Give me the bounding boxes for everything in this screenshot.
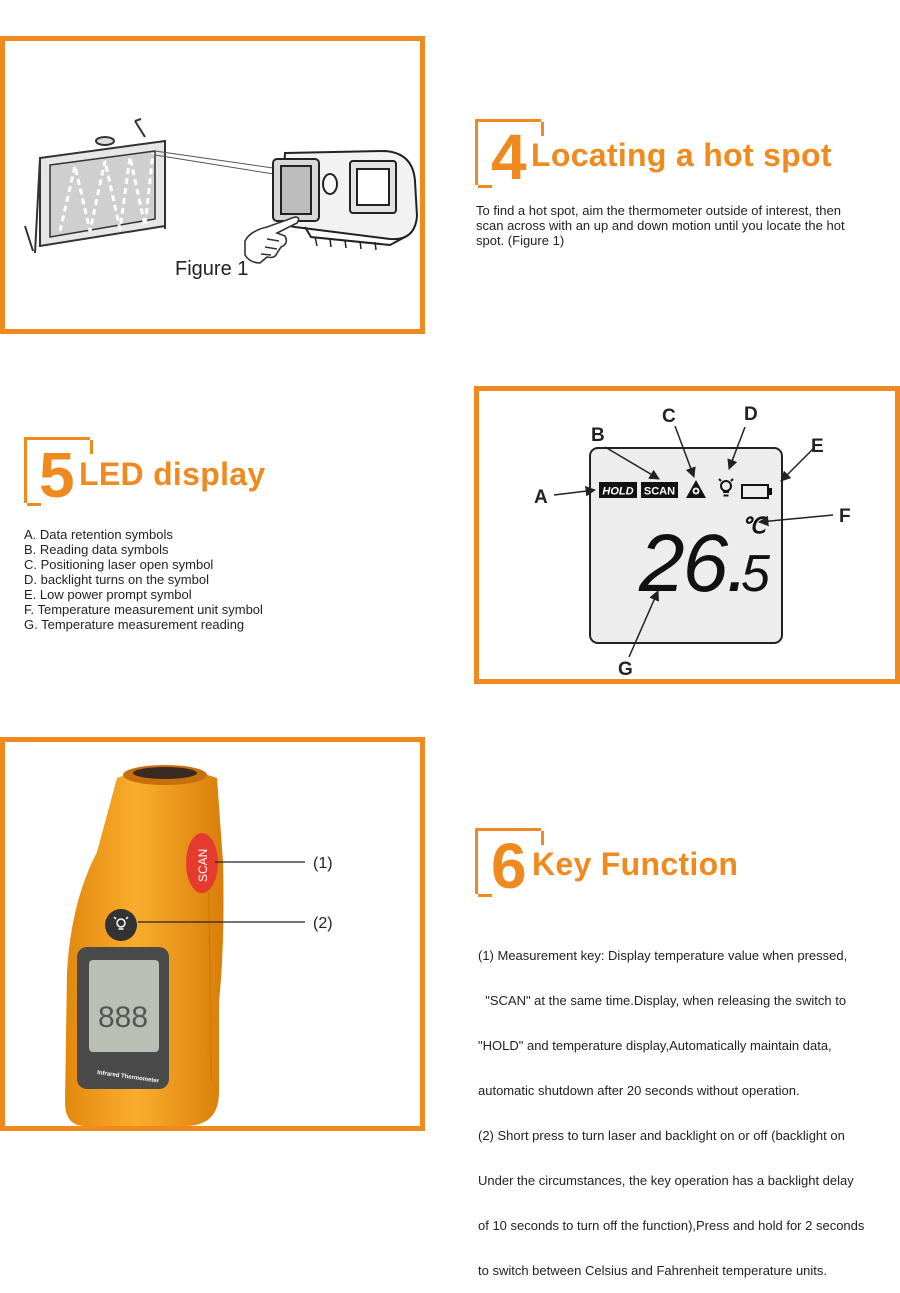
hold-symbol <box>599 482 637 498</box>
laser-symbol-icon <box>686 480 706 498</box>
temperature-decimal: 5 <box>741 545 771 603</box>
list-item: D. backlight turns on the symbol <box>24 572 209 587</box>
list-item: C. Positioning laser open symbol <box>24 557 214 572</box>
label-c: C <box>662 406 676 427</box>
label-b: B <box>591 425 605 446</box>
scan-button-label: SCAN <box>196 849 210 882</box>
battery-icon <box>741 484 772 499</box>
callout-2: (2) <box>313 915 333 932</box>
label-f: F <box>839 506 851 527</box>
list-item: A. Data retention symbols <box>24 527 173 542</box>
device-photo-frame: SCAN 888 Infrared Thermometer (1) (2) <box>0 737 425 1131</box>
text-line: of 10 seconds to turn off the function),… <box>478 1218 865 1233</box>
list-item: B. Reading data symbols <box>24 542 169 557</box>
device-screen <box>89 960 159 1052</box>
lcd-screen <box>589 447 783 644</box>
section6-number: 6 <box>491 830 527 902</box>
text-line: to switch between Celsius and Fahrenheit… <box>478 1263 828 1278</box>
figure1-illustration <box>24 118 419 264</box>
label-d: D <box>744 404 758 425</box>
pointing-hand <box>244 216 300 264</box>
text-line: Under the circumstances, the key operati… <box>478 1173 854 1188</box>
bulb-icon <box>113 916 129 930</box>
label-a: A <box>534 487 548 508</box>
section4-title: Locating a hot spot <box>531 137 832 173</box>
hold-text: HOLD <box>602 486 633 498</box>
text-line: "HOLD" and temperature display,Automatic… <box>478 1038 832 1053</box>
scan-text: SCAN <box>644 486 675 498</box>
text-line: (2) Short press to turn laser and backli… <box>478 1128 845 1143</box>
text-line: (1) Measurement key: Display temperature… <box>478 948 848 963</box>
temperature-reading: 26. <box>638 518 747 609</box>
radiator-panel <box>24 118 166 254</box>
label-g: G <box>618 659 633 679</box>
section4-number: 4 <box>491 121 527 193</box>
section6-title: Key Function <box>532 846 739 882</box>
scan-symbol <box>641 482 678 498</box>
section6-text: (1) Measurement key: Display temperature… <box>478 918 898 1293</box>
section4-number-box <box>475 119 544 188</box>
list-item: G. Temperature measurement reading <box>24 617 245 632</box>
callout-1: (1) <box>313 855 333 872</box>
list-item: E. Low power prompt symbol <box>24 587 192 602</box>
list-item: F. Temperature measurement unit symbol <box>24 602 263 617</box>
thermometer-photo: SCAN 888 Infrared Thermometer (1) (2) <box>65 765 333 1126</box>
figure1-frame: Figure 1 <box>0 36 425 334</box>
label-e: E <box>811 436 824 457</box>
figure-caption: Figure 1 <box>175 258 249 280</box>
led-display-diagram: HOLD SCAN ℃ 26. 5 <box>534 404 851 679</box>
thermometer-device <box>272 149 419 251</box>
text-line: automatic shutdown after 20 seconds with… <box>478 1083 800 1098</box>
section4-text: To find a hot spot, aim the thermometer … <box>476 203 845 248</box>
section5-title: LED display <box>79 456 266 492</box>
device-screen-digits: 888 <box>98 1001 148 1034</box>
led-display-frame: HOLD SCAN ℃ 26. 5 <box>474 386 900 684</box>
section5-number: 5 <box>39 439 75 511</box>
scan-button <box>186 833 218 893</box>
led-symbol-list: A. Data retention symbols B. Reading dat… <box>24 527 324 632</box>
section5-number-box <box>24 437 93 506</box>
backlight-button <box>105 909 137 941</box>
bulb-icon <box>718 478 734 497</box>
section6-number-box <box>475 828 544 897</box>
text-line: "SCAN" at the same time.Display, when re… <box>478 993 847 1008</box>
